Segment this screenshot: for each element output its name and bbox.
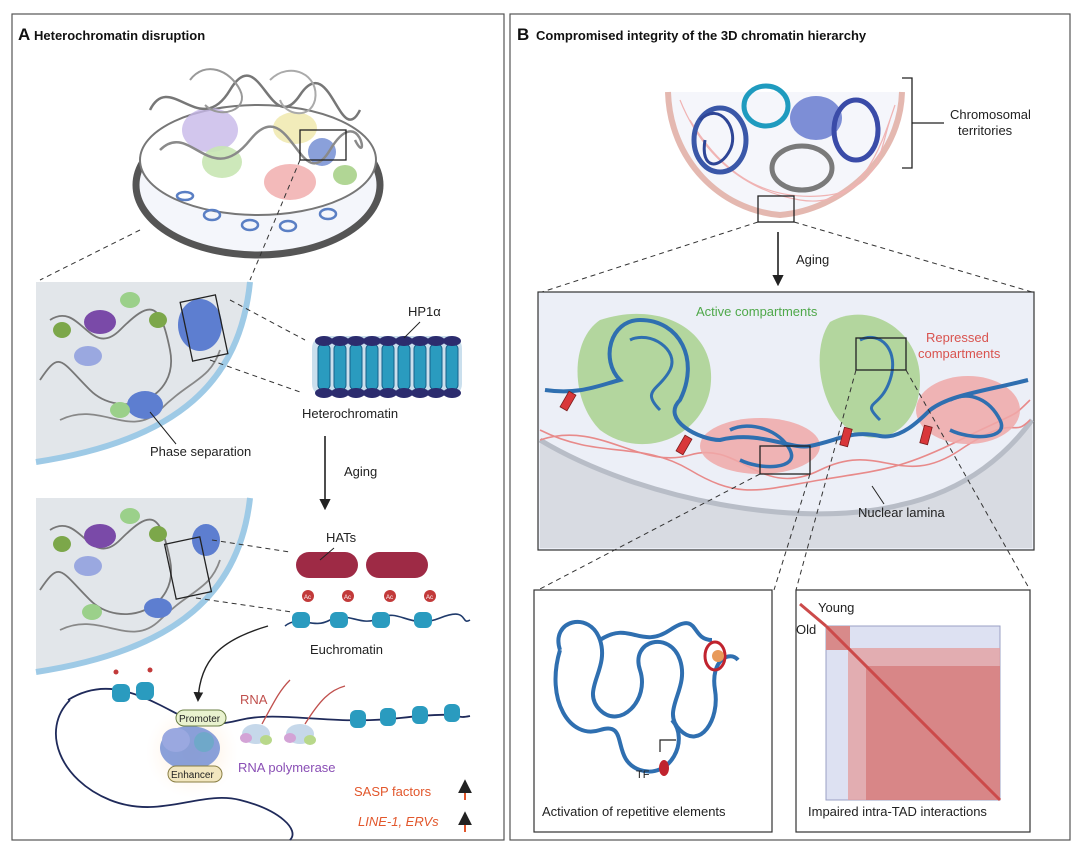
chromosomal-territories [665, 83, 905, 223]
nucleus-detail-aged [35, 497, 253, 675]
zoom-eu-top [211, 539, 291, 553]
zoom-rep-right [773, 473, 811, 591]
label-aging-b: Aging [796, 252, 829, 267]
label-phase-separation: Phase separation [150, 444, 251, 459]
label-young: Young [818, 600, 854, 615]
compartments-box [537, 291, 1035, 551]
ac-mark-4: Ac [426, 595, 433, 601]
label-nuclear-lamina: Nuclear lamina [858, 505, 945, 520]
label-chromosomal-2: territories [958, 123, 1013, 138]
leader-hats [319, 547, 335, 561]
zoom-b-left [541, 221, 759, 293]
heterochromatin-fiber [312, 336, 462, 398]
label-repressed-2: compartments [918, 346, 1001, 361]
transcription-scene [55, 667, 471, 841]
ac-mark-1: Ac [304, 595, 311, 601]
zoom-tad-left [795, 369, 857, 591]
panel-a-letter: A [18, 25, 30, 44]
repetitive-elements-illustration [553, 620, 740, 776]
acetyl-marks: Ac Ac Ac Ac [302, 590, 436, 602]
label-heterochromatin: Heterochromatin [302, 406, 398, 421]
label-chromosomal-1: Chromosomal [950, 107, 1031, 122]
panel-b-title: Compromised integrity of the 3D chromati… [536, 28, 867, 43]
hats-illustration [296, 552, 428, 578]
label-repressed-1: Repressed [926, 330, 989, 345]
tad-heatmap [799, 602, 1002, 802]
arrow-to-promoter [193, 625, 269, 702]
zoom-hetero-bottom [209, 359, 301, 393]
panel-b-letter: B [517, 25, 529, 44]
label-line1: LINE-1, ERVs [358, 814, 439, 829]
label-sasp: SASP factors [354, 784, 432, 799]
label-promoter: Promoter [179, 714, 221, 725]
ac-mark-2: Ac [344, 595, 351, 601]
label-tf: TF [636, 769, 650, 781]
zoom-eu-bottom [195, 597, 293, 613]
label-euchromatin: Euchromatin [310, 642, 383, 657]
label-aging-a: Aging [344, 464, 377, 479]
euchromatin-fiber [284, 612, 471, 628]
label-rna-polymerase: RNA polymerase [238, 760, 336, 775]
inset-repetitive-frame [533, 589, 773, 833]
label-enhancer: Enhancer [171, 770, 214, 781]
ac-mark-3: Ac [386, 595, 393, 601]
label-activation: Activation of repetitive elements [542, 804, 726, 819]
leader-hp1a [403, 321, 421, 339]
label-active-compartments: Active compartments [696, 304, 818, 319]
label-old: Old [796, 622, 816, 637]
nucleus-detail-young [35, 281, 253, 465]
label-hp1a: HP1α [408, 304, 441, 319]
panel-a-title: Heterochromatin disruption [34, 28, 205, 43]
label-impaired: Impaired intra-TAD interactions [808, 804, 987, 819]
nucleus-illustration [132, 68, 384, 259]
leader-nuclear-lamina [871, 485, 885, 505]
zoom-rep-left [537, 473, 761, 591]
label-hats: HATs [326, 530, 357, 545]
label-rna: RNA [240, 692, 268, 707]
zoom-line-right [249, 159, 301, 281]
zoom-line-left [39, 229, 141, 281]
zoom-tad-right [905, 369, 1031, 591]
leader-phase-separation [149, 411, 177, 445]
